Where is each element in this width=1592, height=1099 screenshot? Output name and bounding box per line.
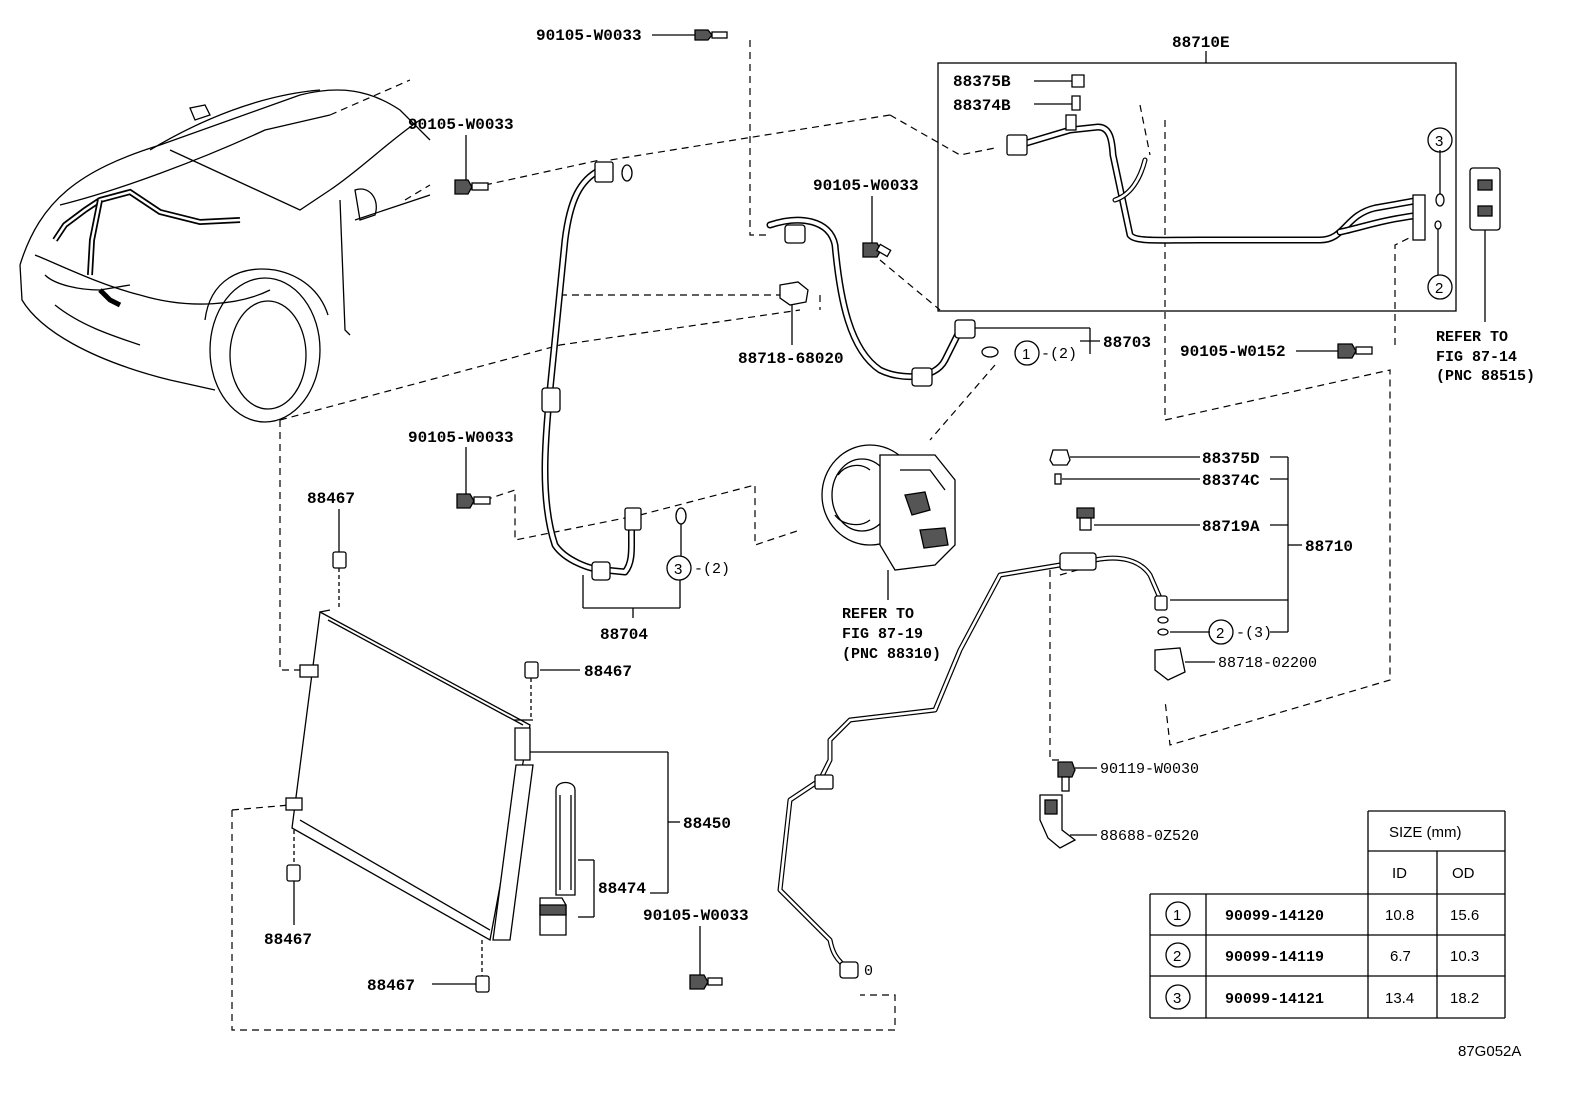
assembly-88710E-box <box>937 62 1457 312</box>
table-row-2-part[interactable]: 90099-14119 <box>1225 949 1324 966</box>
cushion-88467-a: 88467 <box>307 490 355 610</box>
label-88718-68020[interactable]: 88718-68020 <box>738 350 844 368</box>
table-row-1-marker <box>1165 901 1191 927</box>
label-bolt-mid[interactable]: 90105-W0033 <box>813 177 919 195</box>
label-88704-qty[interactable]: -(2) <box>694 561 730 578</box>
circled-2-marker <box>1208 619 1234 645</box>
table-row-2-od: 10.3 <box>1450 948 1479 965</box>
cushion-88467-b: 88467 <box>524 661 632 718</box>
label-small-o[interactable]: 0 <box>864 963 873 980</box>
svg-text:FIG 87-14: FIG 87-14 <box>1436 349 1517 366</box>
table-row-3-id: 13.4 <box>1385 990 1414 1007</box>
label-bolt-top[interactable]: 90105-W0033 <box>536 27 642 45</box>
label-88703-qty[interactable]: -(2) <box>1041 346 1077 363</box>
svg-text:3: 3 <box>1435 133 1443 150</box>
table-row-2-marker <box>1165 942 1191 968</box>
label-88450[interactable]: 88450 <box>683 815 731 833</box>
label-88474[interactable]: 88474 <box>598 880 646 898</box>
circled-3-marker <box>666 555 692 581</box>
bolt-90105-W0033-top: 90105-W0033 <box>536 27 728 45</box>
label-88718-02200[interactable]: 88718-02200 <box>1218 655 1317 672</box>
bolt-90119-W0030: 90119-W0030 <box>1057 761 1199 792</box>
tube-88710: 0 <box>777 552 1168 980</box>
size-table: SIZE (mm) ID OD 1 90099-14120 10.8 15.6 … <box>1149 810 1506 1019</box>
table-row-3-od: 18.2 <box>1450 990 1479 1007</box>
figure-code: 87G052A <box>1458 1043 1521 1060</box>
label-88710-qty[interactable]: -(3) <box>1236 625 1272 642</box>
condenser-88450 <box>285 609 668 942</box>
label-88704[interactable]: 88704 <box>600 626 648 644</box>
label-88710[interactable]: 88710 <box>1305 538 1353 556</box>
label-bolt-w0152[interactable]: 90105-W0152 <box>1180 343 1286 361</box>
label-88467-d[interactable]: 88467 <box>367 977 415 995</box>
table-row-1-id: 10.8 <box>1385 907 1414 924</box>
label-88375D[interactable]: 88375D <box>1202 450 1260 468</box>
tube-88710-parts: 88375D 88374C 88719A 88710 2 -(3) 88718-… <box>1049 449 1353 681</box>
table-row-1-od: 15.6 <box>1450 907 1479 924</box>
svg-text:2: 2 <box>1216 625 1224 642</box>
bolt-90105-W0033-left1: 90105-W0033 <box>408 116 514 195</box>
circled-3-marker <box>1427 127 1453 153</box>
label-88719A[interactable]: 88719A <box>1202 518 1260 536</box>
label-88467-c[interactable]: 88467 <box>264 931 312 949</box>
table-header-size: SIZE (mm) <box>1389 824 1462 841</box>
vehicle-illustration <box>19 89 431 423</box>
label-90119[interactable]: 90119-W0030 <box>1100 761 1199 778</box>
assembly-88710E: 88710E 88375B 88374B 3 2 <box>937 34 1457 312</box>
svg-text:REFER TO: REFER TO <box>1436 329 1508 346</box>
label-88710E[interactable]: 88710E <box>1172 34 1230 52</box>
svg-text:1: 1 <box>1022 346 1030 363</box>
callout-88704: 88704 3 -(2) <box>582 524 730 644</box>
label-88467-b[interactable]: 88467 <box>584 663 632 681</box>
label-bolt-bottom[interactable]: 90105-W0033 <box>643 907 749 925</box>
bolt-90105-W0033-bottom: 90105-W0033 <box>643 907 749 990</box>
label-88374B[interactable]: 88374B <box>953 97 1011 115</box>
desiccant-88474: 88474 <box>539 781 646 936</box>
hose-suction-88704 <box>541 161 687 581</box>
label-bolt-left2[interactable]: 90105-W0033 <box>408 429 514 447</box>
svg-text:3: 3 <box>1173 990 1181 1007</box>
circled-2-marker <box>1427 274 1453 300</box>
cushion-88467-d: 88467 <box>367 940 490 995</box>
table-row-3-part[interactable]: 90099-14121 <box>1225 991 1324 1008</box>
bracket-88688-0Z520: 88688-0Z520 <box>1039 794 1199 849</box>
table-header-id: ID <box>1392 865 1407 882</box>
expansion-valve <box>1469 167 1501 322</box>
reference-evaporator: REFER TO FIG 87-14 (PNC 88515) <box>1436 329 1535 385</box>
bolt-90105-W0033-mid: 90105-W0033 <box>813 177 919 258</box>
svg-text:2: 2 <box>1173 948 1181 965</box>
clamp-88718-68020: 88718-68020 <box>738 281 844 368</box>
bolt-90105-W0033-left2: 90105-W0033 <box>408 429 514 509</box>
table-header-od: OD <box>1452 865 1475 882</box>
label-88375B[interactable]: 88375B <box>953 73 1011 91</box>
svg-text:1: 1 <box>1173 907 1181 924</box>
svg-text:FIG 87-19: FIG 87-19 <box>842 626 923 643</box>
compressor <box>821 444 956 600</box>
bolt-90105-W0152: 90105-W0152 <box>1180 343 1373 361</box>
table-row-3-marker <box>1165 984 1191 1010</box>
table-row-2-id: 6.7 <box>1390 948 1411 965</box>
reference-compressor: REFER TO FIG 87-19 (PNC 88310) <box>842 606 941 663</box>
label-bolt-left1[interactable]: 90105-W0033 <box>408 116 514 134</box>
svg-text:(PNC 88515): (PNC 88515) <box>1436 368 1535 385</box>
svg-text:2: 2 <box>1435 280 1443 297</box>
circled-1-marker <box>1014 340 1040 366</box>
svg-text:(PNC 88310): (PNC 88310) <box>842 646 941 663</box>
svg-text:REFER TO: REFER TO <box>842 606 914 623</box>
label-88688[interactable]: 88688-0Z520 <box>1100 828 1199 845</box>
hose-discharge-88703: 1 -(2) 88703 <box>766 216 1151 387</box>
callout-88450: 88450 <box>650 752 731 894</box>
svg-text:3: 3 <box>674 561 682 578</box>
cushion-88467-c: 88467 <box>264 830 312 949</box>
label-88374C[interactable]: 88374C <box>1202 472 1260 490</box>
label-88467-a[interactable]: 88467 <box>307 490 355 508</box>
label-88703[interactable]: 88703 <box>1103 334 1151 352</box>
table-row-1-part[interactable]: 90099-14120 <box>1225 908 1324 925</box>
